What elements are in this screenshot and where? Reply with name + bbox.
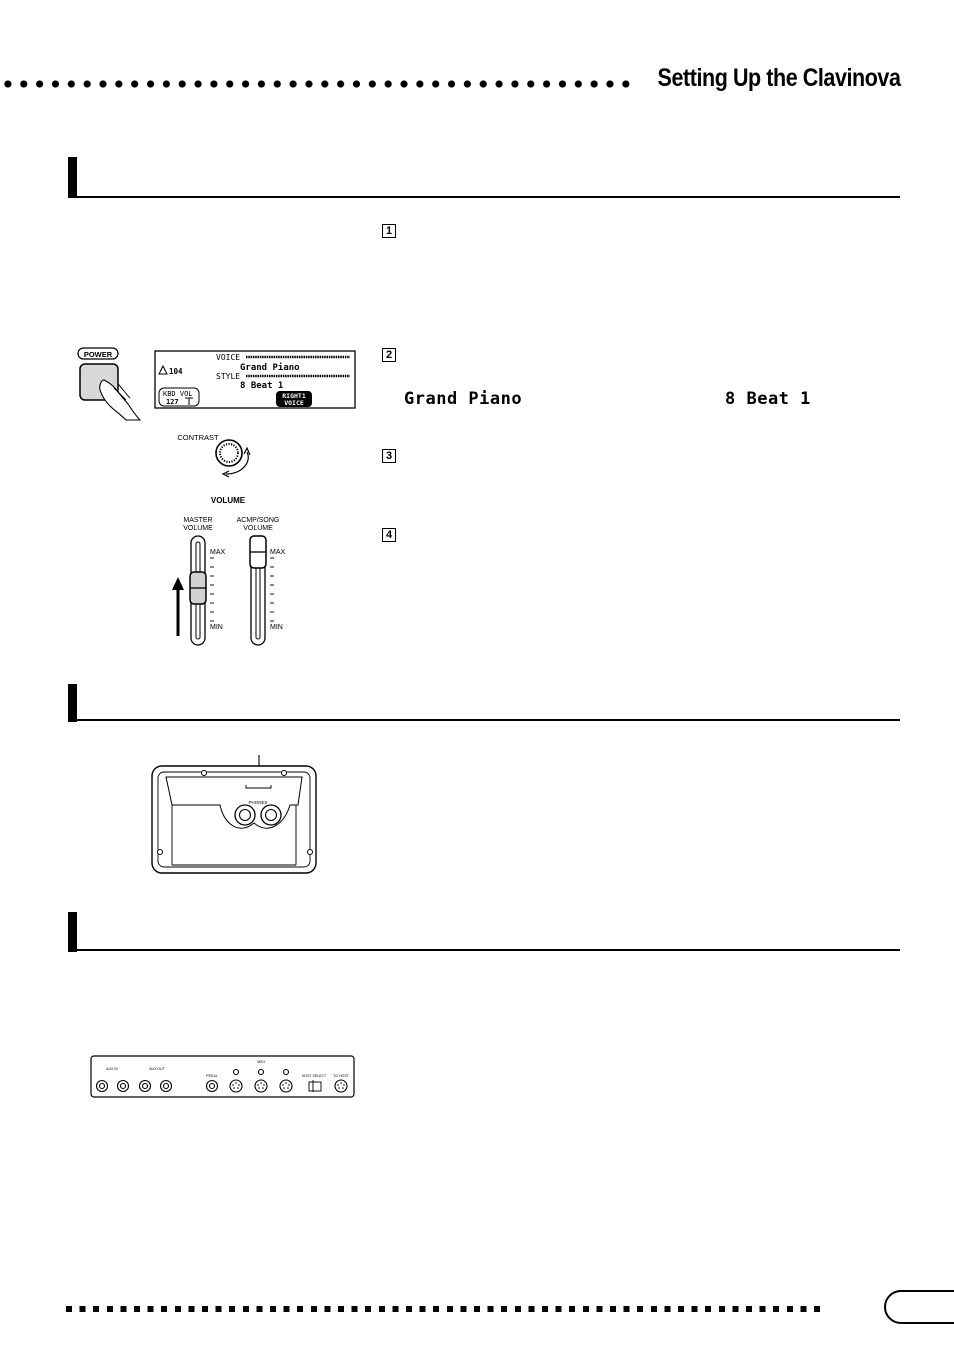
- acmp-label-1: ACMP/SONG: [237, 517, 280, 524]
- host-select-label: HOST SELECT: [302, 1074, 327, 1078]
- section-rule: [68, 196, 900, 198]
- metronome-icon: [158, 364, 168, 375]
- lcd-style-label: STYLE: [216, 372, 240, 381]
- master-max-label: MAX: [210, 549, 226, 556]
- aux-in-label: AUX IN: [106, 1067, 118, 1071]
- acmp-max-label: MAX: [270, 549, 286, 556]
- master-label-1: MASTER: [183, 517, 212, 524]
- lcd-tempo: 104: [169, 367, 183, 376]
- phones-jack-illustration: PHONES: [151, 755, 317, 874]
- style-name-text: 8 Beat 1: [725, 389, 811, 409]
- volume-sliders-illustration: VOLUME MASTER VOLUME ACMP/SONG VOLUME MA…: [172, 496, 286, 646]
- midi-in-port[interactable]: [229, 1079, 243, 1093]
- page-number-tab: [884, 1290, 954, 1324]
- power-and-display-illustration: POWER VOICE Grand Piano STYLE 8 Beat 1 1…: [77, 347, 356, 421]
- lcd-kbd-vol-value: 127: [166, 398, 179, 406]
- step-number: 3: [382, 449, 396, 463]
- master-label-2: VOLUME: [183, 525, 213, 532]
- section-marker: [68, 684, 77, 722]
- step-number: 4: [382, 528, 396, 542]
- rotate-arrow-icon: [225, 451, 249, 475]
- section-rule: [68, 949, 900, 951]
- contrast-label: CONTRAST: [177, 433, 219, 442]
- to-host-label: TO HOST: [333, 1074, 349, 1078]
- right1-voice-tag: [276, 391, 312, 407]
- acmp-label-2: VOLUME: [243, 525, 273, 532]
- section-rule: [68, 719, 900, 721]
- power-label-box: [77, 347, 119, 360]
- lcd-kbd-vol-label: KBD VOL: [163, 390, 193, 398]
- lcd-voice-tag: VOICE: [284, 399, 304, 407]
- footer-dot-rule: [66, 1306, 826, 1312]
- voice-name-text: Grand Piano: [404, 389, 523, 409]
- host-select-switch[interactable]: [308, 1081, 322, 1092]
- lcd-right1-label: RIGHT1: [282, 392, 306, 400]
- section-marker: [68, 157, 77, 198]
- master-min-label: MIN: [210, 624, 223, 631]
- page-title: Setting Up the Clavinova: [657, 64, 900, 92]
- phones-label: PHONES: [248, 800, 267, 805]
- midi-out-port[interactable]: [254, 1079, 268, 1093]
- section-marker: [68, 912, 77, 952]
- lcd-voice-value: Grand Piano: [240, 362, 300, 373]
- step-number: 2: [382, 348, 396, 362]
- power-label: POWER: [84, 350, 113, 359]
- acmp-min-label: MIN: [270, 624, 283, 631]
- midi-label: MIDI: [257, 1060, 264, 1064]
- header-dot-rule: [0, 79, 634, 89]
- rear-connector-panel: AUX IN AUX OUT PEDAL MIDI HOST SELECT TO…: [90, 1055, 355, 1098]
- to-host-port[interactable]: [334, 1079, 348, 1093]
- pedal-label: PEDAL: [206, 1074, 218, 1078]
- contrast-illustration: CONTRAST: [177, 433, 251, 478]
- lcd-voice-label: VOICE: [216, 353, 240, 362]
- volume-title: VOLUME: [211, 496, 246, 505]
- lcd-style-value: 8 Beat 1: [240, 381, 283, 391]
- aux-out-label: AUX OUT: [149, 1067, 165, 1071]
- step-number: 1: [382, 224, 396, 238]
- midi-thru-port[interactable]: [279, 1079, 293, 1093]
